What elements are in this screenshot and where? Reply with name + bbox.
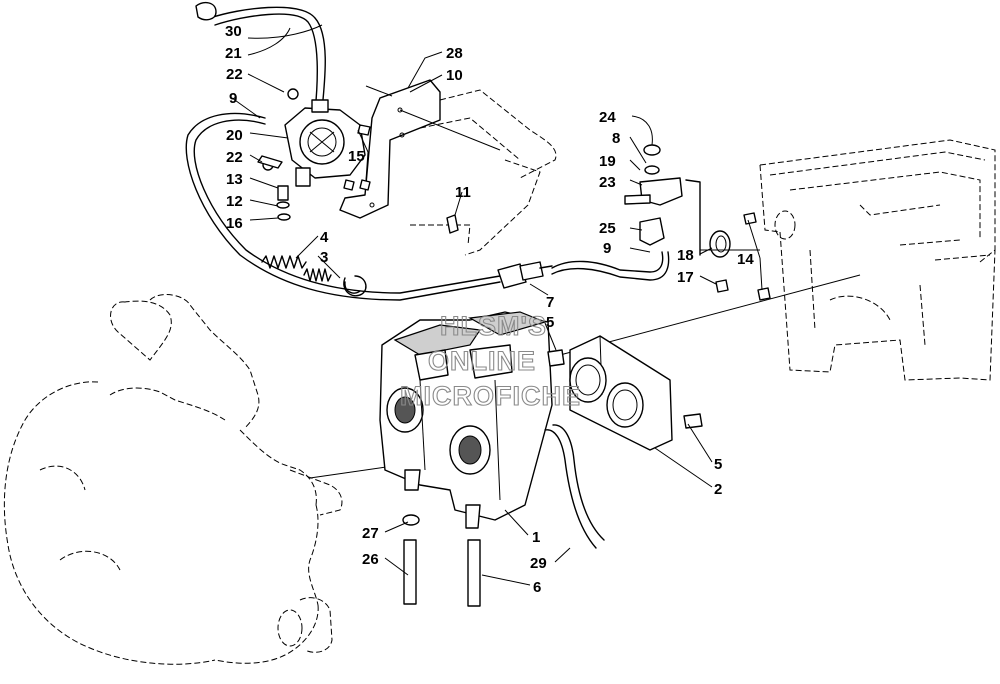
callout-14: 14 bbox=[737, 251, 754, 268]
callout-3: 3 bbox=[320, 249, 328, 266]
callout-5-lower: 5 bbox=[714, 456, 722, 473]
callout-27: 27 bbox=[362, 525, 379, 542]
callout-26: 26 bbox=[362, 551, 379, 568]
hose-21 bbox=[195, 1, 326, 113]
pump-fasteners bbox=[257, 124, 459, 234]
airbox-phantom-outline bbox=[759, 139, 996, 381]
callout-15: 15 bbox=[348, 148, 365, 165]
callout-21: 21 bbox=[225, 45, 242, 62]
callout-18: 18 bbox=[677, 247, 694, 264]
callout-20: 20 bbox=[226, 127, 243, 144]
callout-30: 30 bbox=[225, 23, 242, 40]
callout-29: 29 bbox=[530, 555, 547, 572]
callout-2: 2 bbox=[714, 481, 722, 498]
callout-24: 24 bbox=[599, 109, 616, 126]
grommet-18 bbox=[709, 230, 731, 258]
callout-1: 1 bbox=[532, 529, 540, 546]
callout-16: 16 bbox=[226, 215, 243, 232]
hose-29 bbox=[544, 424, 605, 549]
watermark-line-3: MICROFICHE bbox=[400, 381, 581, 411]
callout-10: 10 bbox=[446, 67, 463, 84]
clamp-3 bbox=[343, 275, 367, 297]
springs-4 bbox=[261, 255, 332, 282]
primer-assembly bbox=[624, 144, 701, 256]
callout-22-top: 22 bbox=[226, 66, 243, 83]
studs-and-washer bbox=[402, 514, 481, 607]
leader-lines bbox=[231, 24, 763, 586]
carburetors bbox=[379, 311, 553, 529]
callout-28: 28 bbox=[446, 45, 463, 62]
callout-17: 17 bbox=[677, 269, 694, 286]
callout-23: 23 bbox=[599, 174, 616, 191]
callout-6: 6 bbox=[533, 579, 541, 596]
callout-9-right: 9 bbox=[603, 240, 611, 257]
callout-9-left: 9 bbox=[229, 90, 237, 107]
hose-9-right bbox=[551, 251, 670, 281]
callout-22-mid: 22 bbox=[226, 149, 243, 166]
fuel-pump bbox=[262, 88, 366, 187]
watermark: HLSM'S ONLINE MICROFICHE bbox=[399, 310, 581, 411]
airbox-fasteners bbox=[715, 212, 771, 301]
callout-labels: 30 21 22 9 20 22 13 12 16 28 10 15 11 4 … bbox=[225, 23, 754, 596]
adapter-plate-2 bbox=[547, 335, 703, 451]
hose-9-left bbox=[185, 112, 501, 301]
engine-phantom-outline bbox=[3, 294, 343, 665]
frame-phantom-outline bbox=[410, 89, 557, 256]
callout-12: 12 bbox=[226, 193, 243, 210]
callout-11: 11 bbox=[455, 184, 471, 201]
watermark-line-2: ONLINE bbox=[428, 346, 536, 376]
callout-25: 25 bbox=[599, 220, 616, 237]
callout-8: 8 bbox=[612, 130, 620, 147]
callout-4: 4 bbox=[320, 229, 329, 246]
callout-5-upper: 5 bbox=[546, 314, 554, 331]
fuel-filter-7 bbox=[497, 261, 553, 289]
watermark-line-1: HLSM'S bbox=[440, 311, 547, 341]
callout-7: 7 bbox=[546, 294, 554, 311]
callout-19: 19 bbox=[599, 153, 616, 170]
callout-13: 13 bbox=[226, 171, 243, 188]
